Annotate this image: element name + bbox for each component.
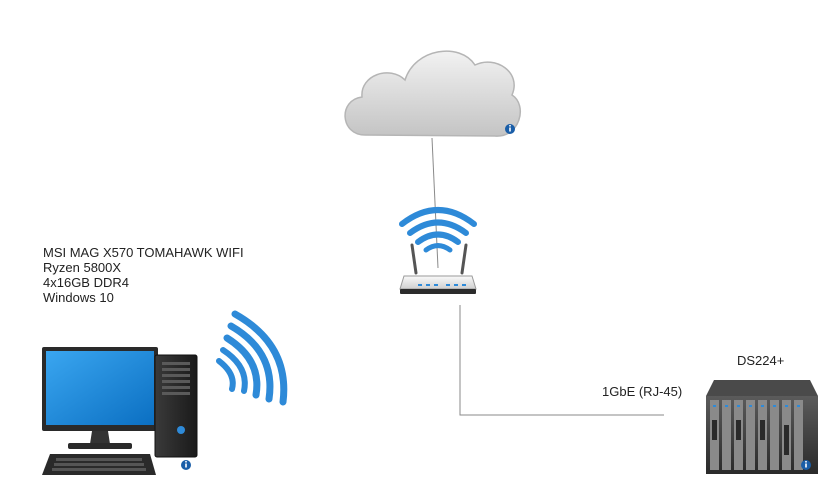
pc-spec-cpu: Ryzen 5800X	[43, 260, 122, 275]
nas-label: DS224+	[737, 353, 785, 368]
pc-spec-os: Windows 10	[43, 290, 114, 305]
desktop-computer-icon[interactable]	[42, 347, 198, 475]
pc-spec-motherboard: MSI MAG X570 TOMAHAWK WIFI	[43, 245, 244, 260]
pc-spec-memory: 4x16GB DDR4	[43, 275, 129, 290]
router-wifi-signal-icon	[399, 207, 477, 253]
wireless-router-icon[interactable]	[399, 243, 477, 294]
pc-specs-label: MSI MAG X570 TOMAHAWK WIFI Ryzen 5800X 4…	[43, 245, 244, 305]
cloud-icon[interactable]	[344, 50, 522, 137]
link-speed-label: 1GbE (RJ-45)	[602, 384, 683, 399]
nas-info-icon[interactable]	[801, 460, 811, 470]
pc-wifi-signal-icon	[216, 310, 288, 406]
router-nas-link	[459, 305, 664, 416]
pc-info-icon[interactable]	[181, 460, 191, 470]
nas-server-icon[interactable]	[706, 380, 818, 474]
cloud-info-icon[interactable]	[505, 124, 515, 134]
